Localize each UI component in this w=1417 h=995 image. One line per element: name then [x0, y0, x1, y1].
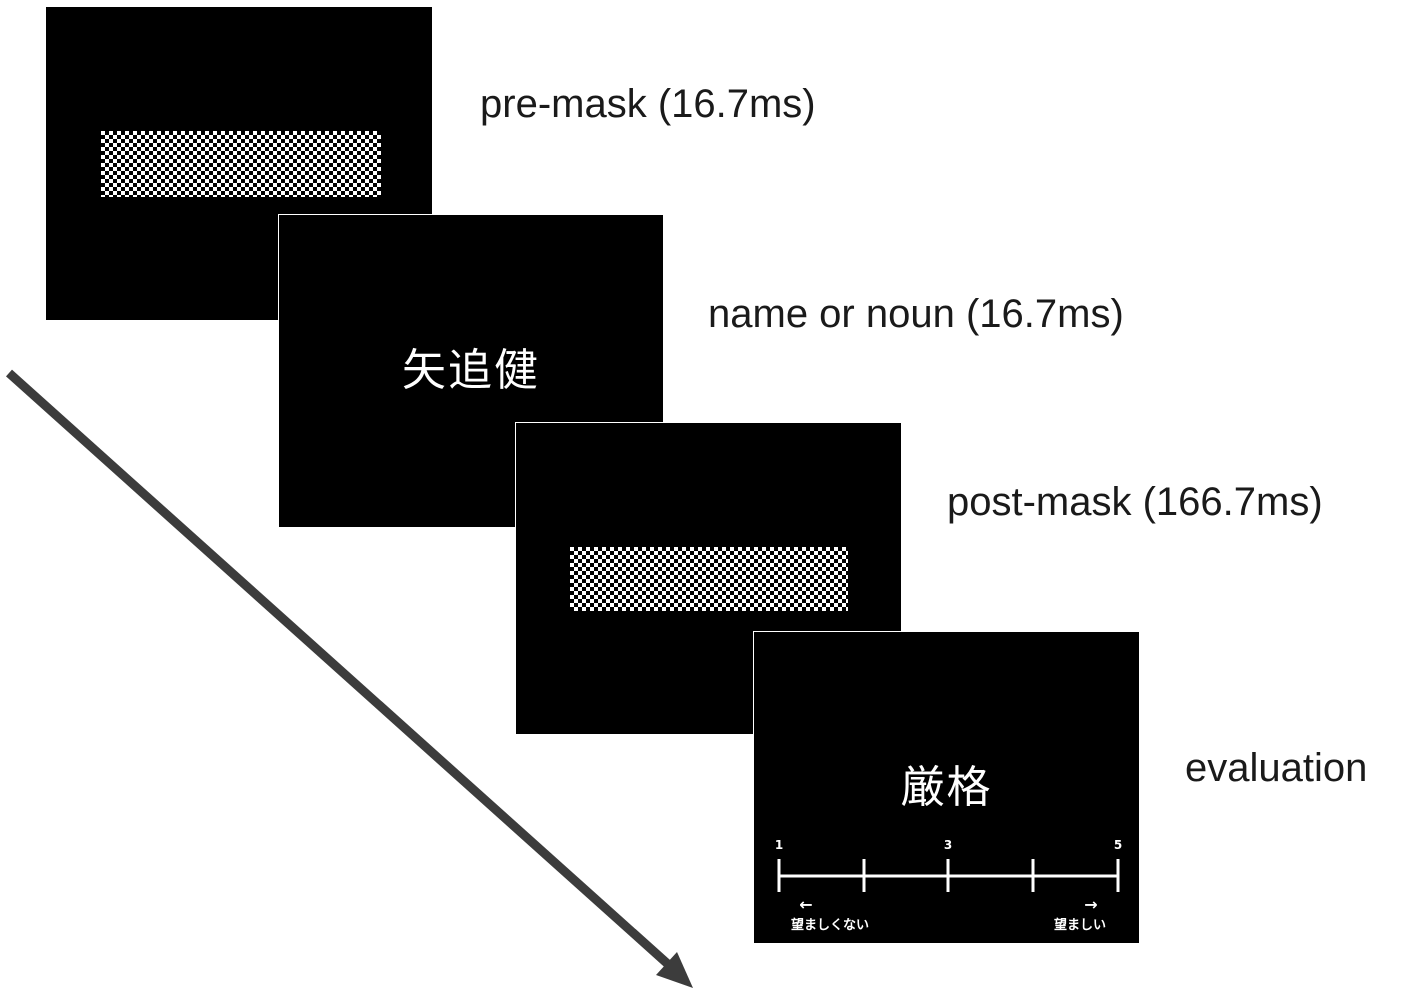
scale-anchor-right: 望ましい [1054, 917, 1106, 933]
premask-label: pre-mask (16.7ms) [480, 82, 816, 126]
scale-anchor-left: 望ましくない [791, 917, 869, 933]
evaluation-word: 厳格 [900, 762, 993, 813]
postmask-label: post-mask (166.7ms) [947, 480, 1323, 524]
left-arrow-icon: ← [799, 895, 812, 914]
rating-scale: 1 3 5 ← → 望ましくない 望ましい [775, 838, 1122, 933]
right-arrow-icon: → [1084, 895, 1097, 914]
stimulus-label: name or noun (16.7ms) [708, 292, 1124, 336]
stimulus-word: 矢追健 [402, 345, 540, 396]
checkerboard-mask [570, 547, 848, 611]
scale-number-3: 3 [944, 838, 952, 852]
scale-number-5: 5 [1114, 838, 1122, 852]
evaluation-label: evaluation [1185, 746, 1368, 790]
time-arrow-head [656, 952, 693, 988]
evaluation-screen: 厳格 1 3 5 ← → 望ましくない 望ましい [753, 631, 1140, 944]
scale-number-1: 1 [775, 838, 783, 852]
checkerboard-mask [101, 131, 381, 197]
